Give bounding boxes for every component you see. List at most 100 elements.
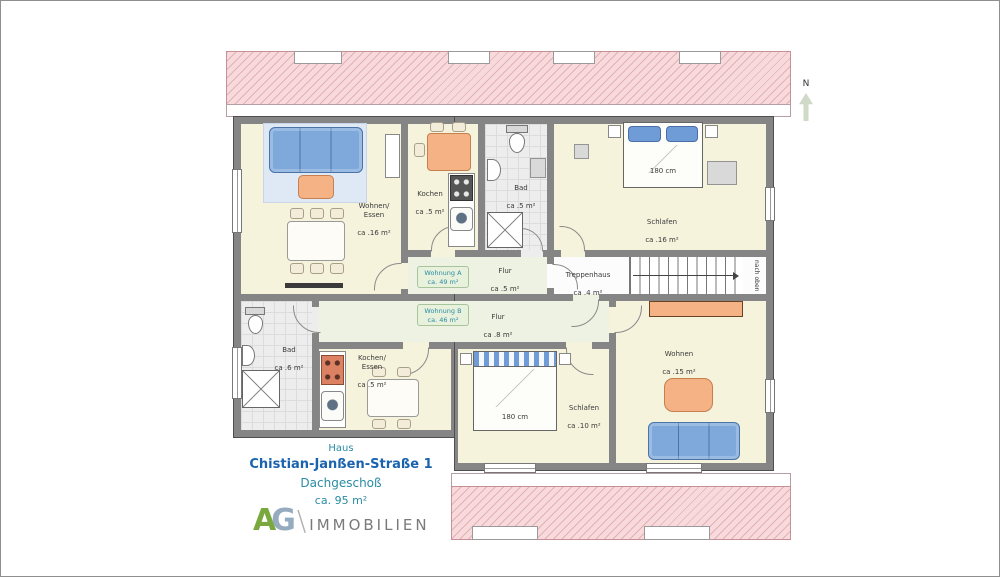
unit-name: Wohnung A (424, 269, 462, 277)
room-area: ca .4 m² (573, 289, 603, 298)
roof-dormer (644, 526, 710, 540)
logo-letter-g: G (271, 503, 296, 538)
stairs-note-label: nach oben (753, 259, 760, 292)
door-opening (547, 264, 554, 288)
toilet-tank (245, 307, 265, 315)
cabinet (574, 144, 589, 159)
cabinet (385, 134, 400, 178)
chair (414, 143, 425, 157)
roof-dormer (553, 51, 595, 64)
room-name: Bad (282, 346, 296, 355)
room-area: ca .15 m² (662, 368, 696, 377)
pillow (666, 126, 698, 142)
shower (242, 370, 280, 408)
room-label-schlafen-a: Schlafen ca .16 m² (631, 209, 693, 254)
sofa (648, 422, 740, 460)
chair (310, 263, 324, 274)
title-haus: Haus (328, 443, 354, 454)
bed-width-label: 180 cm (501, 413, 529, 421)
room-label-treppenhaus: Treppenhaus ca .4 m² (552, 262, 624, 307)
title-street: Chistian-Janßen-Straße 1 (249, 457, 433, 472)
shower (487, 212, 523, 248)
kitchen-sink (321, 391, 344, 421)
room-area: ca .5 m² (490, 285, 520, 294)
room-area: ca .5 m² (506, 202, 536, 211)
room-name: Flur (498, 267, 512, 276)
room-area: ca .5 m² (357, 381, 387, 390)
door-opening (403, 342, 429, 349)
dining-table (287, 221, 345, 261)
unit-name: Wohnung B (424, 307, 462, 315)
window (646, 463, 702, 473)
pillow (628, 126, 661, 142)
logo-letter-a: A (253, 503, 277, 538)
chair (290, 263, 304, 274)
unit-area: ca. 49 m² (427, 277, 459, 286)
bed-width-label: 180 cm (649, 167, 677, 175)
room-area: ca .16 m² (357, 229, 391, 238)
window (484, 463, 536, 473)
nightstand (559, 353, 571, 365)
title-area: ca. 95 m² (314, 494, 368, 507)
unit-label-wohnung-b: Wohnung B ca. 46 m² (417, 304, 469, 326)
room-name: Treppenhaus (565, 271, 611, 280)
room-name: Bad (514, 184, 528, 193)
room-label-flur-a: Flur ca .5 m² (483, 258, 527, 303)
tv-board (285, 283, 343, 288)
chair (372, 419, 386, 429)
unit-label-wohnung-a: Wohnung A ca. 49 m² (417, 266, 469, 288)
nightstand (608, 125, 621, 138)
chair (372, 367, 386, 377)
room-name: Flur (491, 313, 505, 322)
nightstand (705, 125, 718, 138)
door-opening (400, 263, 408, 289)
sofa (269, 127, 363, 173)
chair (290, 208, 304, 219)
chair (397, 419, 411, 429)
roof-dormer (448, 51, 490, 64)
kitchen-sink (450, 207, 473, 231)
washing-machine (530, 158, 546, 178)
bed-pillows (474, 352, 556, 367)
room-area: ca .10 m² (567, 422, 601, 431)
window (232, 347, 242, 399)
door-opening (573, 294, 599, 301)
room-name: Kochen/ Essen (358, 354, 386, 372)
roof-dormer (679, 51, 721, 64)
north-arrow-icon (799, 93, 813, 121)
toilet-tank (506, 125, 528, 133)
room-label-bad-a: Bad ca .5 m² (499, 175, 543, 220)
door-opening (431, 250, 455, 257)
roof-dormer (472, 526, 538, 540)
title-block: Haus Chistian-Janßen-Straße 1 Dachgescho… (246, 443, 436, 507)
room-label-wohnen-essen-a: Wohnen/ Essen ca .16 m² (345, 193, 403, 248)
dresser (707, 161, 737, 185)
chair (330, 208, 344, 219)
room-name: Wohnen/ Essen (358, 202, 390, 220)
chair (330, 263, 344, 274)
room-area: ca .8 m² (483, 331, 513, 340)
window (765, 379, 775, 413)
blanket (624, 145, 702, 173)
room-label-bad-b: Bad ca .6 m² (267, 337, 311, 382)
chair (397, 367, 411, 377)
room-label-flur-b: Flur ca .8 m² (469, 304, 527, 349)
room-area: ca .6 m² (274, 364, 304, 373)
door-opening (561, 250, 585, 257)
toilet (248, 315, 263, 334)
room-label-schlafen-b: Schlafen ca .10 m² (557, 395, 611, 440)
chair (430, 122, 444, 132)
room-area: ca .16 m² (645, 236, 679, 245)
room-label-kochen-essen-b: Kochen/ Essen ca .5 m² (349, 345, 395, 400)
window (232, 169, 242, 233)
title-floor: Dachgeschoß (300, 476, 382, 490)
room-name: Schlafen (646, 218, 678, 227)
room-label-kochen-a: Kochen ca .5 m² (407, 181, 453, 226)
chair (452, 122, 466, 132)
room-name: Kochen (417, 190, 443, 199)
blanket (474, 369, 556, 407)
door-opening (521, 250, 543, 257)
room-name: Schlafen (568, 404, 600, 413)
logo-word: IMMOBILIEN (309, 516, 430, 534)
door-opening (566, 342, 592, 349)
